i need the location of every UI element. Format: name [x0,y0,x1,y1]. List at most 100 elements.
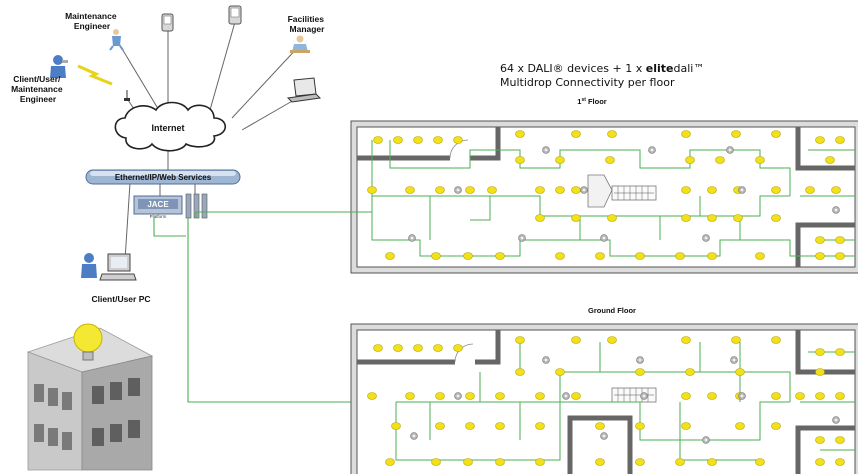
wireless-link-icon [77,64,113,86]
lamp-icon [835,136,845,144]
lamp-icon [835,436,845,444]
lamp-icon [681,422,691,430]
lamp-icon [405,186,415,194]
lamp-icon [367,186,377,194]
lamp-icon [815,458,825,466]
sensor-icon [738,186,746,194]
lamp-icon [487,186,497,194]
lamp-icon [681,392,691,400]
lamp-icon [515,336,525,344]
lamp-icon [755,458,765,466]
lamp-icon [367,392,377,400]
ground-floor-plan [350,323,858,474]
pda-icon [161,13,174,32]
lamp-icon [795,392,805,400]
lamp-icon [731,336,741,344]
lamp-icon [675,458,685,466]
lamp-icon [835,348,845,356]
lamp-icon [555,252,565,260]
lamp-icon [831,186,841,194]
lamp-icon [595,252,605,260]
lamp-icon [571,336,581,344]
staircase-icon [611,387,657,403]
lamp-icon [535,422,545,430]
lamp-icon [495,422,505,430]
lamp-icon [465,392,475,400]
lamp-icon [495,458,505,466]
sensor-icon [702,436,710,444]
lamp-icon [535,458,545,466]
lamp-icon [715,156,725,164]
lamp-icon [607,214,617,222]
lamp-icon [707,186,717,194]
cloud-icon [114,101,227,152]
lamp-icon [571,186,581,194]
pc-icon [81,253,137,281]
sensor-icon [730,356,738,364]
headline-line2: Multidrop Connectivity per floor [500,76,675,89]
lamp-icon [771,186,781,194]
lamp-icon [385,252,395,260]
lamp-icon [771,130,781,138]
lamp-icon [605,156,615,164]
lamp-icon [635,368,645,376]
sensor-icon [636,356,644,364]
sensor-icon [518,234,526,242]
lamp-icon [635,252,645,260]
lamp-icon [465,422,475,430]
lamp-icon [825,156,835,164]
client-user-maintenance-label: Client/User/ Maintenance Engineer [11,74,65,104]
lamp-icon [515,156,525,164]
lamp-icon [431,252,441,260]
controller-cable [153,211,396,403]
sensor-icon [600,432,608,440]
sensor-icon [832,416,840,424]
lamp-icon [393,344,403,352]
lamp-icon [535,392,545,400]
laptop-icon [286,77,322,103]
facilities-manager-label: Facilities Manager [288,14,327,34]
ethernet-bar [85,169,241,185]
ethernet-bar-label: Ethernet/IP/Web Services [115,173,212,182]
lamp-icon [755,252,765,260]
sensor-icon [832,206,840,214]
lamp-icon [635,458,645,466]
sensor-icon [454,392,462,400]
internet-label: Internet [151,123,184,133]
ground-floor-label: Ground Floor [588,306,636,315]
lamp-icon [707,252,717,260]
lamp-icon [635,422,645,430]
staircase-icon [587,174,657,208]
lamp-icon [385,458,395,466]
sensor-icon [542,146,550,154]
lightbulb-icon [73,323,103,361]
lamp-icon [495,252,505,260]
lamp-icon [675,252,685,260]
sensor-icon [600,234,608,242]
lamp-icon [515,130,525,138]
lamp-icon [391,422,401,430]
first-floor-label: 1st Floor [577,97,607,106]
lamp-icon [735,422,745,430]
lamp-icon [535,214,545,222]
lamp-icon [555,156,565,164]
lamp-icon [555,368,565,376]
lamp-icon [771,214,781,222]
lamp-icon [733,214,743,222]
sensor-icon [408,234,416,242]
sensor-icon [454,186,462,194]
lamp-icon [755,156,765,164]
lamp-icon [815,252,825,260]
lamp-icon [435,422,445,430]
lamp-icon [815,368,825,376]
lamp-icon [835,236,845,244]
maintenance-engineer-label: Maintenance Engineer [65,11,119,31]
lamp-icon [435,392,445,400]
first-floor-plan [350,120,858,274]
sensor-icon [648,146,656,154]
lamp-icon [835,458,845,466]
lamp-icon [815,348,825,356]
lamp-icon [515,368,525,376]
lamp-icon [373,136,383,144]
jace-label: JACE [147,200,169,209]
